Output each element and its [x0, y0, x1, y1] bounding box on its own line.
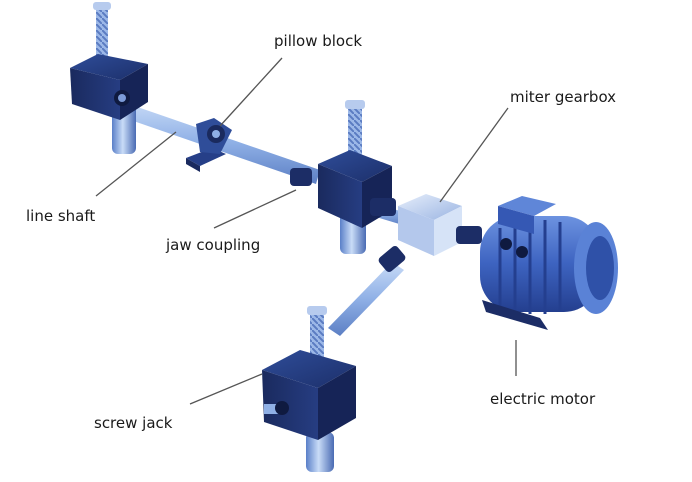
electric-motor	[480, 196, 618, 330]
label-electric-motor: electric motor	[490, 390, 596, 408]
label-jaw-coupling: jaw coupling	[166, 236, 261, 254]
leader-lines	[95, 57, 517, 405]
screw-jack-middle	[290, 100, 396, 254]
pillow-block	[186, 118, 232, 172]
screw-jack-bottom	[262, 306, 356, 472]
label-line-shaft: line shaft	[26, 207, 96, 225]
label-screw-jack: screw jack	[94, 414, 173, 432]
label-miter-gearbox: miter gearbox	[510, 88, 617, 106]
leader-screw-jack	[189, 373, 263, 405]
leader-miter-gearbox	[439, 107, 509, 203]
connecting-shaft-bottom	[328, 262, 404, 336]
screw-jack-top-left	[70, 2, 148, 154]
leader-line-shaft	[95, 131, 177, 197]
label-pillow-block: pillow block	[274, 32, 363, 50]
leader-jaw-coupling	[213, 189, 297, 229]
miter-gearbox	[378, 194, 482, 272]
leader-pillow-block	[219, 57, 283, 127]
